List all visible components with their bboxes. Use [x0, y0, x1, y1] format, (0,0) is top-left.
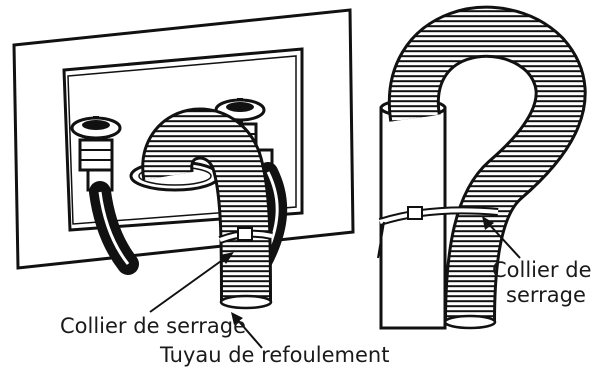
label-clamp-left: Collier de serrage	[60, 314, 246, 338]
label-clamp-right-line2: serrage	[506, 283, 586, 307]
label-drain-hose: Tuyau de refoulement	[159, 343, 389, 367]
label-clamp-right-line1: Collier de	[492, 258, 592, 282]
